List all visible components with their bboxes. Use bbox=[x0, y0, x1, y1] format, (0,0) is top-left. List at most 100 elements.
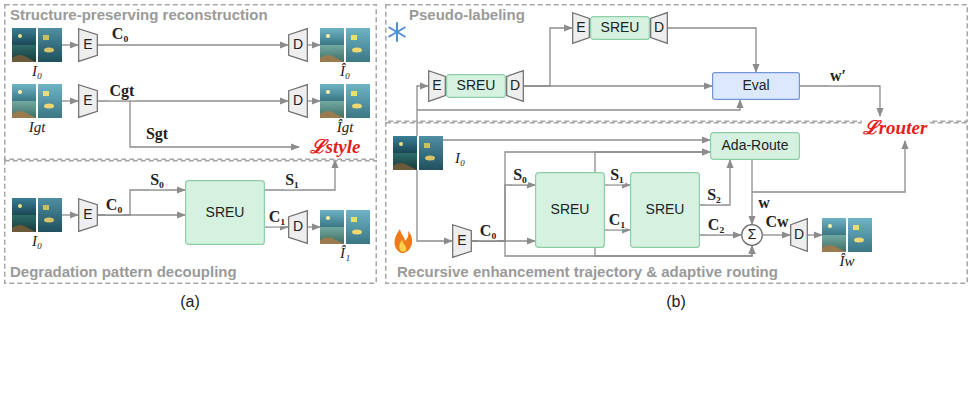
eval-box: Eval bbox=[712, 72, 800, 100]
image-symbol: I₀ bbox=[31, 63, 43, 80]
decoder-block: D bbox=[650, 12, 668, 44]
connector bbox=[265, 226, 288, 227]
panel-title: Structure-preserving reconstruction bbox=[10, 7, 268, 24]
connector bbox=[605, 229, 630, 230]
node-label: SREU bbox=[206, 205, 245, 220]
flow-line bbox=[417, 170, 452, 241]
panel-caption: (a) bbox=[179, 293, 201, 311]
box-rect bbox=[536, 173, 605, 248]
node-label: D bbox=[510, 78, 520, 93]
edge-label: C₀ bbox=[479, 222, 497, 240]
loss-label: ℒstyle bbox=[309, 137, 362, 158]
node-label: D bbox=[293, 37, 303, 52]
dashed-frame bbox=[5, 5, 377, 160]
connector bbox=[751, 160, 752, 224]
image-symbol: I₀ bbox=[454, 150, 466, 167]
flow-line bbox=[265, 160, 335, 190]
image-symbol: Îw bbox=[839, 253, 856, 270]
edge-label: C₂ bbox=[707, 216, 725, 234]
trapezoid bbox=[79, 29, 98, 62]
node-label: E bbox=[83, 207, 92, 222]
snowflake-stroke bbox=[389, 28, 405, 37]
trapezoid bbox=[79, 85, 98, 118]
node-label: SREU bbox=[646, 202, 685, 217]
trapezoid bbox=[573, 13, 590, 44]
node-label: E bbox=[457, 233, 466, 248]
flow-line bbox=[417, 86, 428, 136]
circle bbox=[742, 225, 763, 246]
panel-title: Degradation pattern decoupling bbox=[10, 264, 237, 281]
edge-label: Cgt bbox=[109, 82, 136, 100]
output-image bbox=[822, 218, 872, 252]
flame-outer bbox=[395, 229, 413, 253]
connector bbox=[472, 185, 535, 241]
node-label: Eval bbox=[742, 78, 769, 93]
edge-label: w bbox=[757, 194, 771, 212]
input-image bbox=[393, 136, 443, 170]
module-box: SREU bbox=[446, 74, 506, 98]
connector bbox=[98, 100, 288, 101]
panel-title: Pseudo-labeling bbox=[409, 7, 525, 24]
node-label: SREU bbox=[457, 78, 496, 93]
flow-line bbox=[800, 86, 880, 116]
box-rect bbox=[591, 17, 650, 40]
panel-region: Pseudo-labelingESREUDESREUDEval bbox=[385, 4, 968, 122]
module-box: SREU bbox=[535, 172, 605, 248]
encoder-block: E bbox=[78, 84, 98, 118]
box-rect bbox=[447, 75, 506, 98]
sum-node: Σ bbox=[741, 224, 763, 246]
flow-line bbox=[417, 100, 740, 110]
node-label: D bbox=[293, 93, 303, 108]
output-image bbox=[320, 210, 370, 244]
flow-line bbox=[62, 214, 78, 215]
output-image bbox=[320, 84, 370, 118]
flame-icon bbox=[395, 229, 413, 253]
module-box: SREU bbox=[185, 180, 265, 245]
connector bbox=[700, 160, 730, 205]
loss-label: ℒrouter bbox=[862, 118, 929, 139]
decoder-block: D bbox=[506, 70, 524, 102]
connector bbox=[98, 44, 288, 45]
edge-label: C₀ bbox=[105, 196, 123, 214]
flow-line bbox=[308, 226, 320, 227]
node-label: E bbox=[83, 37, 92, 52]
image-symbol: Î₁ bbox=[339, 245, 351, 262]
node-label: E bbox=[432, 78, 441, 93]
image-symbol: I₀ bbox=[31, 233, 43, 250]
encoder-block: E bbox=[428, 70, 446, 102]
box-rect bbox=[713, 73, 800, 100]
panel-region: Degradation pattern decoupling E SREU D bbox=[4, 160, 377, 284]
edge-label: S₀ bbox=[149, 171, 165, 189]
edge-label: S₂ bbox=[706, 186, 722, 204]
flow-line bbox=[62, 44, 78, 45]
trapezoid bbox=[791, 219, 808, 252]
edge-label: C₁ bbox=[268, 208, 286, 226]
edge-label: C₁ bbox=[608, 211, 626, 229]
connector bbox=[472, 241, 752, 256]
input-image bbox=[12, 84, 62, 118]
decoder-block: D bbox=[288, 28, 308, 62]
decoder-block: D bbox=[288, 84, 308, 118]
connector bbox=[605, 184, 630, 185]
node-label: D bbox=[794, 227, 804, 242]
snowflake-stroke bbox=[389, 28, 405, 37]
image-symbol: Igt bbox=[28, 118, 47, 135]
node-label: SREU bbox=[601, 20, 640, 35]
trapezoid bbox=[289, 85, 308, 118]
edge-label: Cw bbox=[764, 213, 789, 231]
connector bbox=[524, 85, 712, 86]
node-label: E bbox=[83, 93, 92, 108]
edge-label: S₁ bbox=[609, 166, 625, 184]
decoder-block: D bbox=[288, 210, 308, 244]
trapezoid bbox=[289, 211, 308, 244]
node-label: Σ bbox=[748, 227, 757, 242]
input-image bbox=[12, 198, 62, 232]
panel-title: Recursive enhancement trajectory & adapt… bbox=[397, 264, 778, 281]
variable-label: Sgt bbox=[145, 125, 169, 143]
flow-line bbox=[308, 100, 320, 101]
dashed-frame bbox=[386, 123, 968, 284]
dashed-frame bbox=[386, 5, 968, 122]
panel-region: Recursive enhancement trajectory & adapt… bbox=[385, 122, 968, 284]
